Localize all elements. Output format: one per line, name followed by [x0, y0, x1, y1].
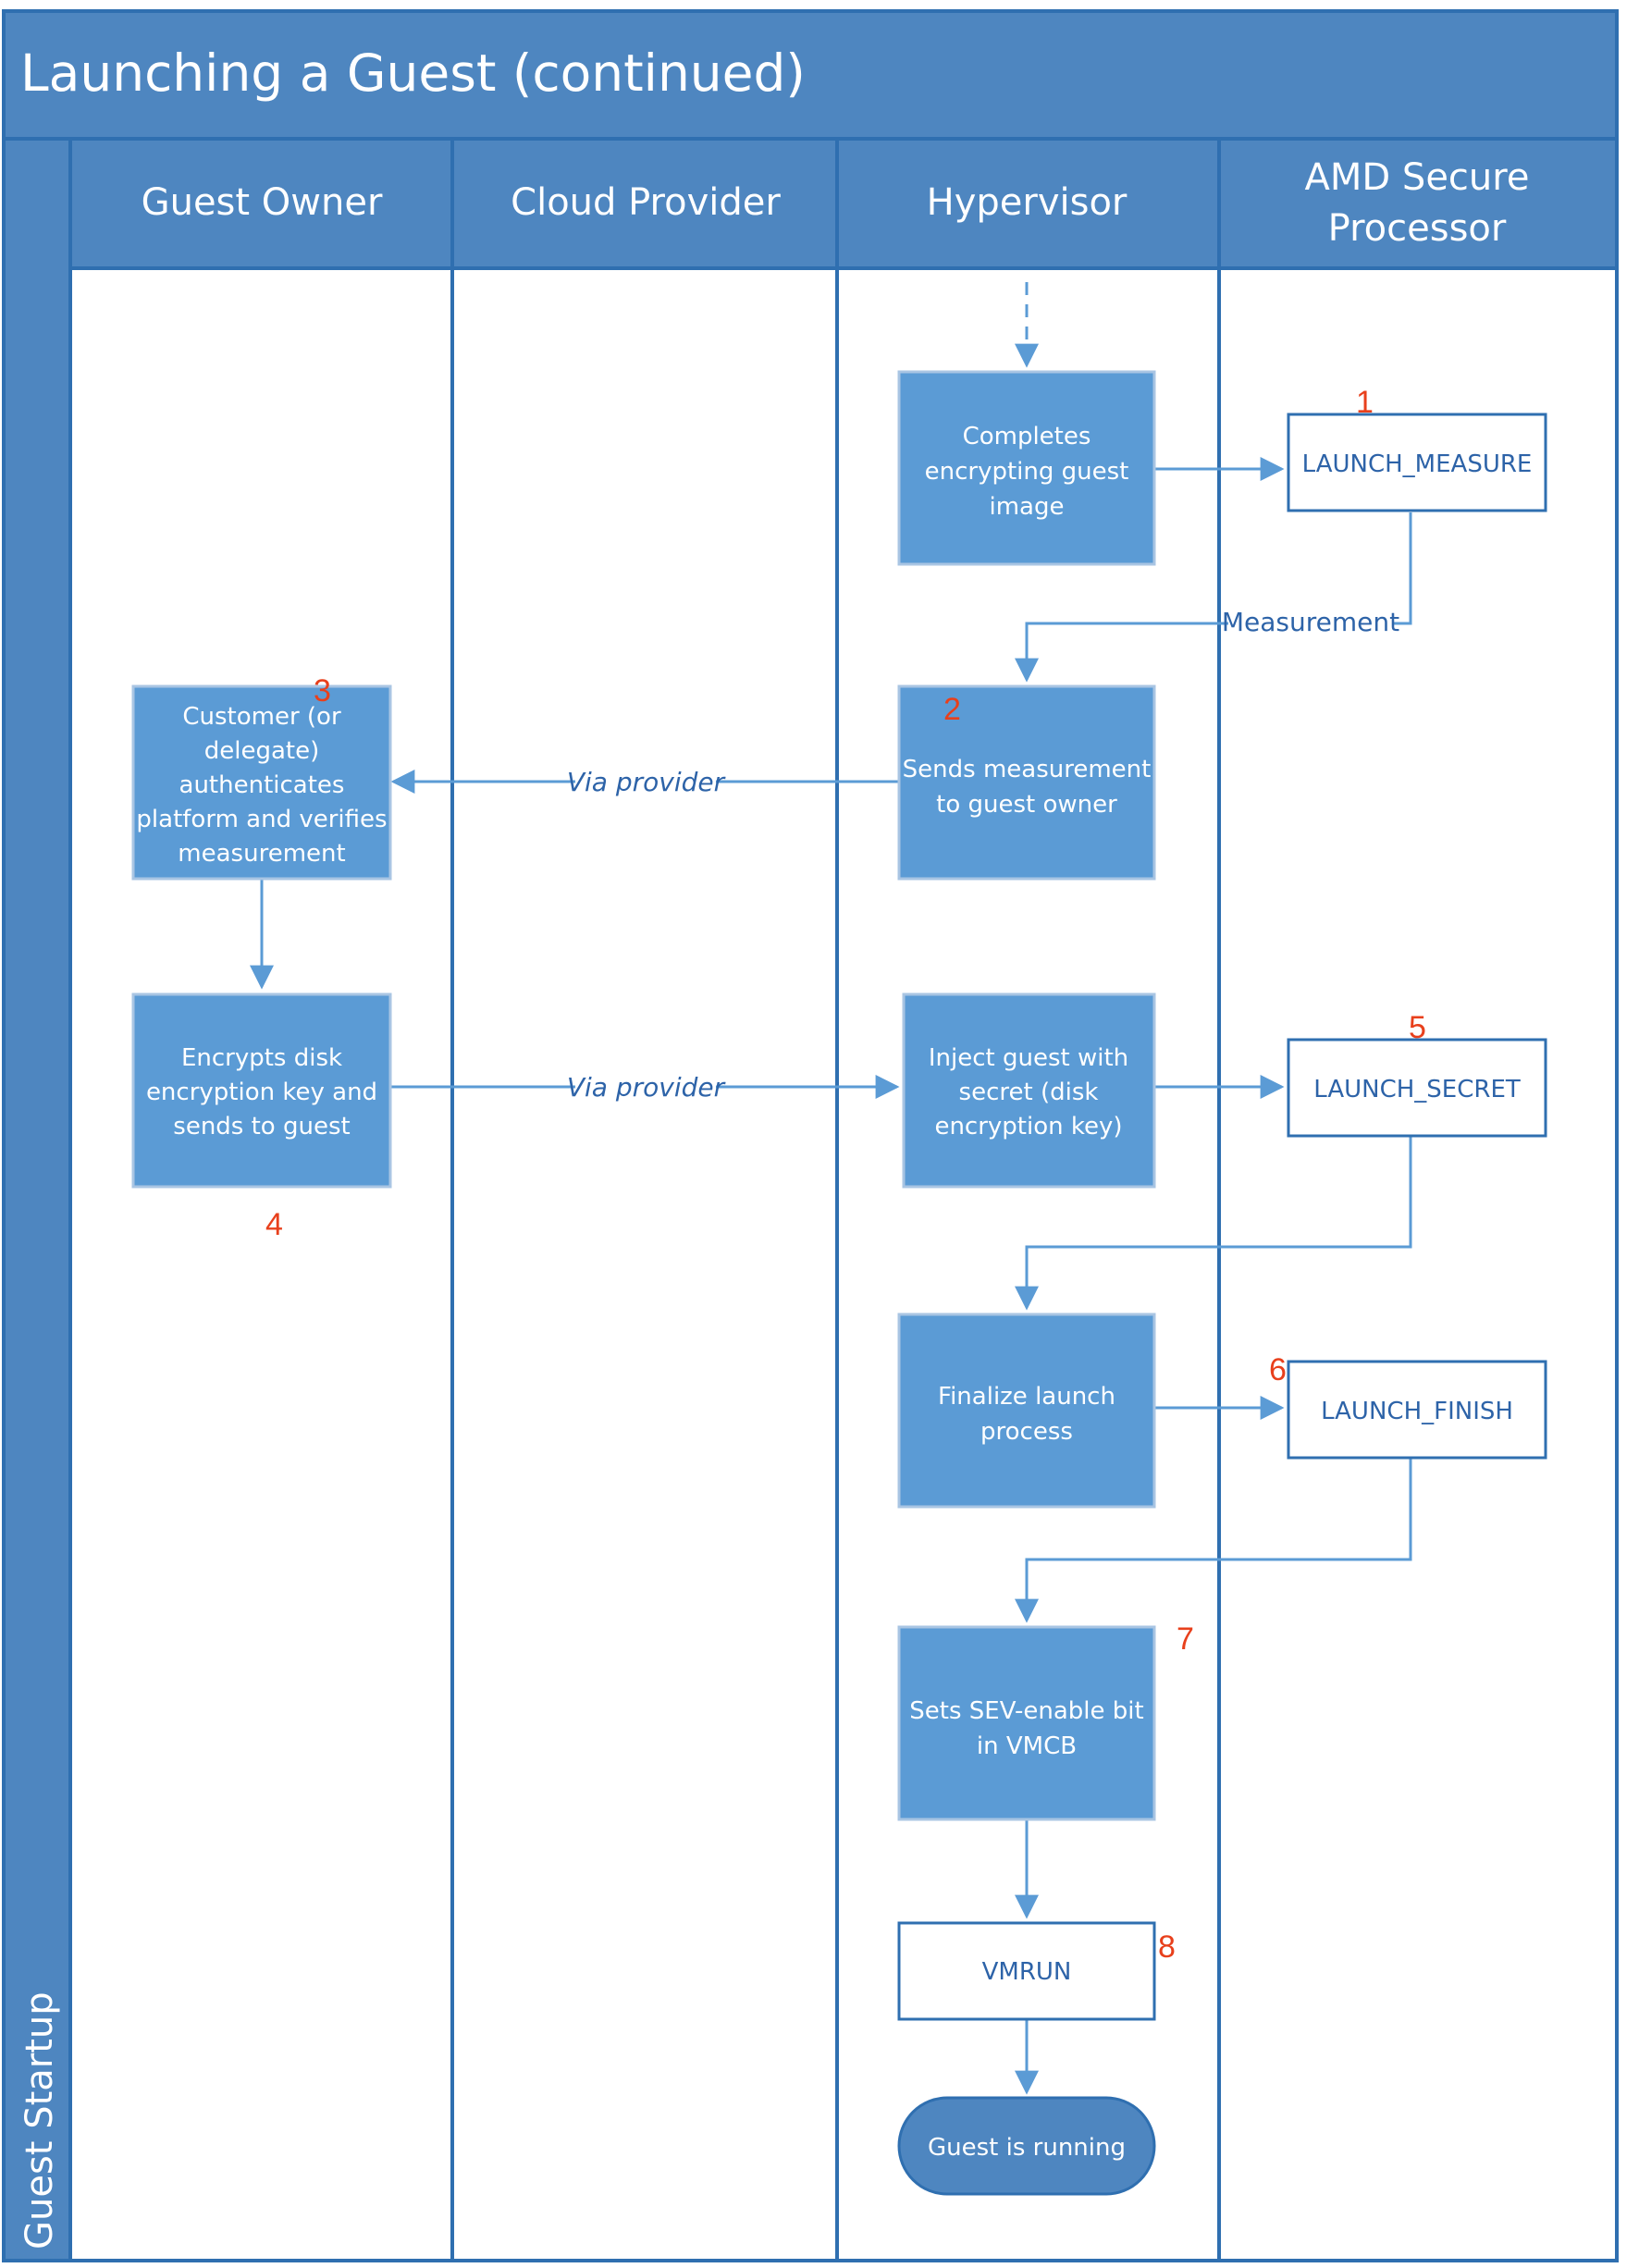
node-inject-line-2: secret (disk: [959, 1079, 1099, 1106]
node-sends-line-2: to guest owner: [936, 791, 1117, 819]
connector-finish-to-sets: [1015, 1455, 1412, 1623]
step-number-4: 4: [265, 1207, 283, 1242]
lane-header-band: [68, 137, 1619, 270]
edge-label-via-provider-1-text: Via provider: [567, 767, 726, 797]
edge-label-measurement: Measurement: [1222, 605, 1399, 638]
node-finalize-line-1: Finalize launch: [938, 1383, 1115, 1411]
node-sends-line-1: Sends measurement: [903, 756, 1152, 783]
node-encrypts-disk: Encrypts disk encryption key and sends t…: [131, 992, 392, 1189]
step-number-2: 2: [943, 692, 961, 727]
step-number-1: 1: [1356, 385, 1374, 420]
edge-label-via-provider-2: Via provider: [567, 1070, 726, 1103]
lane-header-amd-line-2: Processor: [1328, 207, 1507, 250]
node-encrypts-line-2: encryption key and: [146, 1079, 377, 1106]
side-label: Guest Startup: [18, 1991, 61, 2250]
node-encrypts-line-1: Encrypts disk: [181, 1044, 342, 1072]
node-sets-line-1: Sets SEV-enable bit: [909, 1697, 1143, 1725]
node-launch-secret: LAUNCH_SECRET: [1287, 1038, 1547, 1138]
node-customer-line-4: platform and verifies: [136, 806, 387, 833]
diagram-title: Launching a Guest (continued): [20, 43, 806, 103]
lane-header-cloud-provider: Cloud Provider: [511, 181, 781, 224]
edge-label-via-provider-1: Via provider: [567, 765, 726, 798]
node-completes-line-2: encrypting guest: [925, 458, 1129, 486]
lane-header-amd-line-1: AMD Secure: [1305, 156, 1530, 199]
node-encrypts-line-3: sends to guest: [173, 1113, 350, 1140]
lane-header-amd-secure-processor: AMD Secure Processor: [1305, 156, 1530, 250]
node-completes-encrypting: Completes encrypting guest image: [897, 370, 1156, 566]
node-customer-line-2: delegate): [204, 737, 320, 765]
node-inject-line-3: encryption key): [934, 1113, 1122, 1140]
node-launch-measure-text: LAUNCH_MEASURE: [1302, 450, 1533, 478]
step-number-6: 6: [1269, 1352, 1287, 1387]
edge-label-via-provider-2-text: Via provider: [567, 1072, 726, 1103]
node-guest-is-running: Guest is running: [897, 2096, 1156, 2196]
edge-label-measurement-text: Measurement: [1222, 607, 1399, 637]
node-launch-secret-text: LAUNCH_SECRET: [1313, 1076, 1521, 1103]
node-launch-measure: LAUNCH_MEASURE: [1287, 413, 1547, 512]
step-number-5: 5: [1409, 1010, 1426, 1045]
node-sends-measurement: Sends measurement to guest owner: [897, 684, 1156, 881]
connector-measurement: [1015, 512, 1412, 683]
node-finalize-line-2: process: [980, 1418, 1073, 1446]
node-sets-line-2: in VMCB: [977, 1732, 1077, 1760]
connector-secret-to-finalize: [1015, 1135, 1412, 1311]
node-launch-finish: LAUNCH_FINISH: [1287, 1360, 1547, 1460]
node-inject-secret: Inject guest with secret (disk encryptio…: [902, 992, 1156, 1189]
lane-header-guest-owner: Guest Owner: [142, 181, 383, 224]
step-number-7: 7: [1177, 1621, 1194, 1657]
side-band: [2, 137, 72, 2262]
node-running-text: Guest is running: [928, 2134, 1126, 2162]
node-customer-line-3: authenticates: [179, 771, 345, 799]
step-number-3: 3: [314, 673, 331, 709]
step-number-8: 8: [1158, 1929, 1176, 1965]
node-finalize-launch: Finalize launch process: [897, 1313, 1156, 1509]
node-customer-line-5: measurement: [178, 840, 345, 868]
node-inject-line-1: Inject guest with: [929, 1044, 1128, 1072]
title-band: [2, 9, 1619, 141]
node-vmrun: VMRUN: [897, 1921, 1156, 2021]
node-customer-authenticates: Customer (or delegate) authenticates pla…: [131, 684, 392, 881]
node-completes-line-3: image: [990, 493, 1065, 521]
node-sets-sev-bit: Sets SEV-enable bit in VMCB: [897, 1625, 1156, 1821]
node-vmrun-text: VMRUN: [982, 1958, 1072, 1986]
node-completes-line-1: Completes: [963, 423, 1091, 450]
node-customer-line-1: Customer (or: [182, 703, 341, 731]
lane-header-hypervisor: Hypervisor: [927, 181, 1128, 224]
node-launch-finish-text: LAUNCH_FINISH: [1321, 1398, 1513, 1425]
